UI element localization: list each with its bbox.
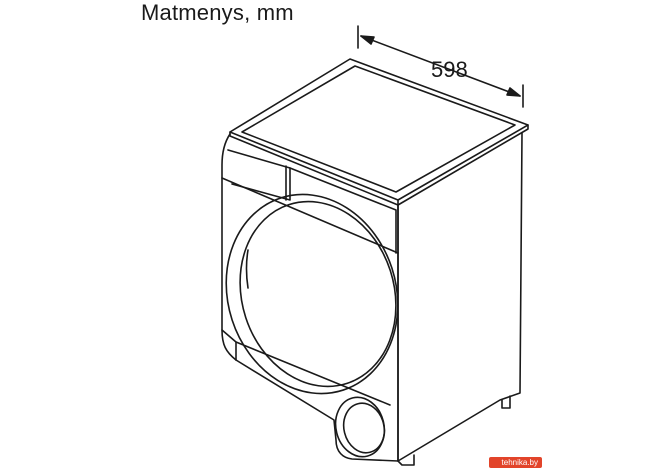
watermark-logo-icon	[488, 457, 500, 468]
lower-panel	[221, 329, 391, 458]
diagram-title: Matmenys, mm	[141, 0, 294, 25]
dryer-top-panel	[229, 58, 529, 206]
watermark: tehnika.by	[488, 457, 542, 468]
width-dimension-label: 598	[431, 57, 468, 82]
width-dimension-line	[357, 25, 524, 108]
dryer-side-face	[397, 132, 523, 466]
control-panel	[227, 149, 397, 254]
dryer-door	[225, 193, 399, 395]
dryer-front-face	[221, 133, 399, 462]
watermark-text: tehnika.by	[499, 457, 542, 468]
